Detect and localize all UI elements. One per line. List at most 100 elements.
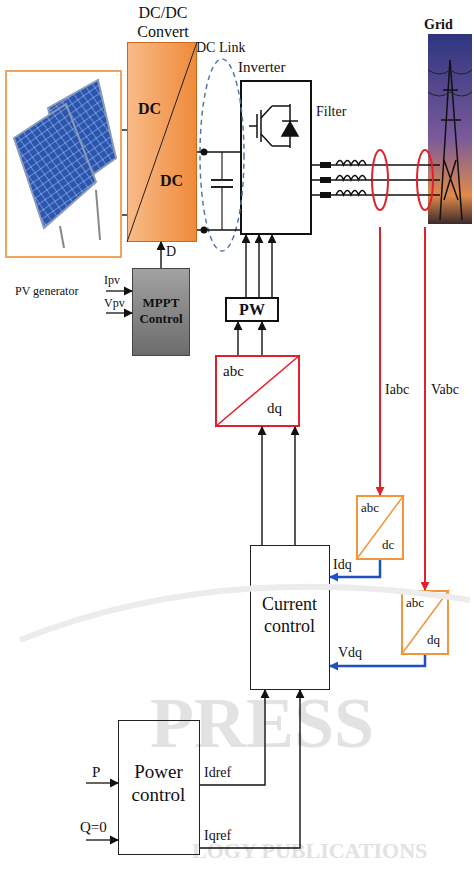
resistor-symbol (320, 192, 331, 198)
grid-wire (372, 179, 440, 181)
input-arrow (106, 290, 132, 291)
node-heading: Inverter (238, 58, 318, 76)
gate-line (249, 125, 257, 127)
grid-illustration (372, 34, 472, 224)
connector-line (312, 179, 372, 180)
frame-label: abc (361, 500, 397, 516)
watermark: PRESS (150, 680, 374, 766)
voltage-sensor (417, 150, 433, 210)
connector (238, 322, 262, 355)
box-label: PW (227, 300, 277, 319)
inductor-symbol (336, 191, 366, 196)
connector-line (237, 322, 238, 355)
connector-line (122, 214, 127, 215)
node-heading: Grid (424, 17, 470, 34)
power-line (428, 70, 472, 96)
input-arrow (86, 782, 118, 783)
pv-generator-box: PV generator (5, 70, 122, 258)
capacitor-symbol (211, 152, 233, 230)
terminal-dot (201, 227, 208, 234)
frame-label: abc (223, 362, 263, 380)
connector-line (312, 164, 372, 165)
connector-line (197, 229, 240, 230)
inductor-symbol (336, 161, 366, 166)
transform-box: abcdc (356, 495, 404, 560)
transform-box: abc dq (401, 590, 449, 655)
transform-diagonal (356, 495, 404, 560)
emitter-line (261, 134, 272, 146)
connector-line (424, 227, 426, 590)
converter-diagonal (127, 42, 197, 242)
transform-diagonal (215, 355, 300, 427)
box-label: MPPT Control (133, 295, 189, 326)
port-label: DC (160, 171, 196, 190)
converter-box: DC/DC ConvertDCDC (127, 42, 197, 242)
connector (246, 235, 272, 297)
part-name: Filter (316, 104, 346, 121)
control-box: MPPT Control (132, 268, 190, 356)
pwm-box: PW (225, 297, 279, 322)
pv-panel-illustration (14, 80, 116, 248)
box-label: Current control (251, 594, 328, 637)
gate-bar (256, 114, 258, 138)
signal-name: P (92, 763, 100, 781)
signal-name: Vdq (338, 645, 362, 662)
connector (200, 690, 300, 848)
frame-label: dq (427, 632, 449, 648)
grid-node: Grid (372, 15, 472, 227)
connector (262, 427, 295, 545)
control-box: Current control (250, 545, 330, 690)
signal-name: Vabc (431, 382, 459, 399)
pv-panel (48, 80, 116, 192)
connector-line (160, 242, 161, 268)
frame-label: abc (406, 595, 442, 611)
signal-name: Idq (333, 557, 352, 574)
channel-bar (260, 110, 262, 142)
connector-line (197, 151, 240, 152)
pylon-symbol (440, 60, 462, 220)
wire (272, 145, 290, 147)
capacitor-plate (211, 186, 233, 188)
connector-line (245, 235, 246, 297)
grid-sky (428, 34, 472, 224)
signal-name: Q=0 (80, 818, 107, 836)
connector-line (200, 690, 265, 785)
connector (200, 690, 265, 785)
transform-diagonal (401, 590, 449, 655)
connector (197, 152, 240, 230)
signal-name: Iqref (204, 828, 231, 845)
resistor-symbol (320, 177, 331, 183)
connector-line (379, 227, 381, 495)
node-heading: DC/DC Convert (116, 3, 210, 41)
capacitor-lead (221, 152, 222, 180)
signal-name: Idref (204, 765, 231, 782)
connector (312, 165, 372, 195)
collector-line (261, 106, 272, 118)
connector-line (271, 235, 272, 297)
wire (272, 105, 290, 107)
connector (161, 242, 162, 268)
pv-stand (60, 226, 64, 248)
connector-line (261, 322, 262, 355)
igbt-symbol (249, 104, 298, 148)
connector-line (312, 194, 372, 195)
connector (380, 227, 381, 495)
inverter-box: Inverter (240, 80, 312, 235)
grid-wire (372, 194, 440, 196)
terminal-dot (201, 149, 208, 156)
resistor-symbol (320, 162, 331, 168)
filter-symbol (320, 161, 366, 199)
transform-box: abc dq (215, 355, 300, 427)
connector-line (200, 690, 300, 848)
connector-line (261, 427, 262, 545)
current-sensor (372, 150, 388, 210)
connector-line (258, 235, 259, 297)
port-label: DC (138, 99, 178, 118)
part-name: DC Link (196, 40, 245, 57)
capacitor-lead (221, 187, 222, 230)
inductor-symbol (336, 176, 366, 181)
input-arrow (86, 839, 118, 840)
diode-line (289, 104, 291, 148)
frame-label: dq (267, 399, 299, 417)
